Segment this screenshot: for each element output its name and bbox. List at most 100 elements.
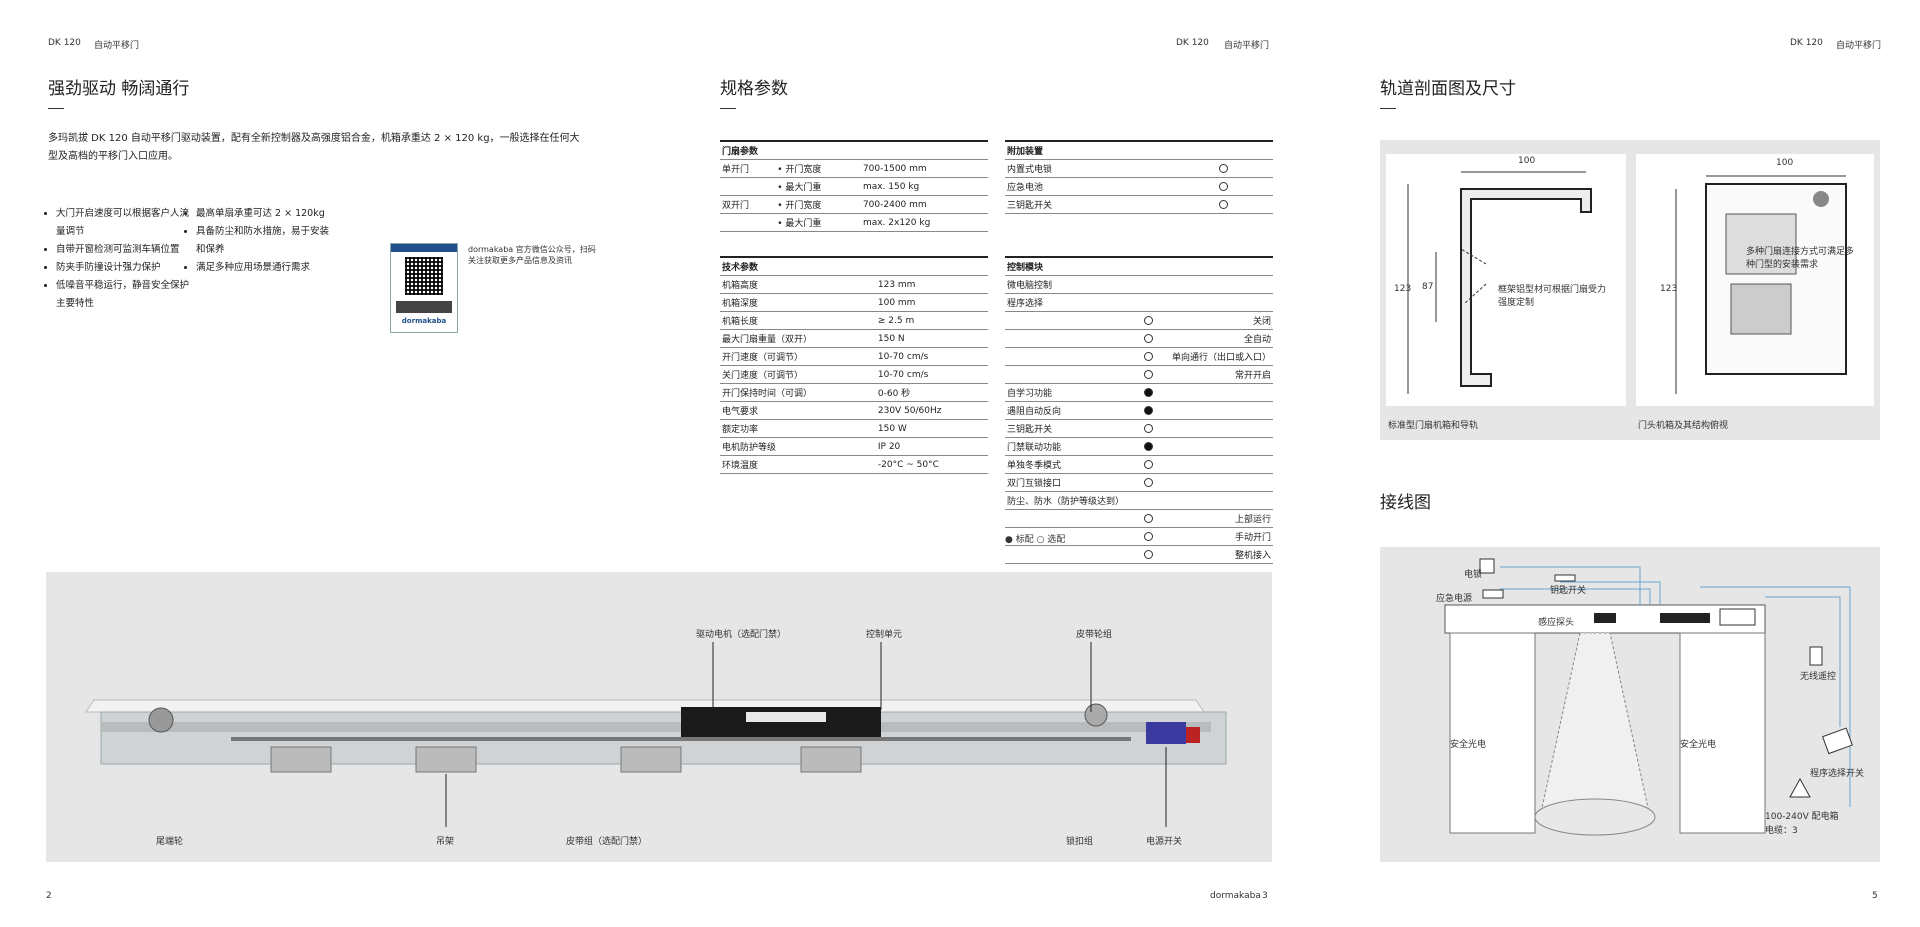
carriage-2 (415, 746, 477, 773)
belt (231, 737, 1131, 741)
row-marker (1131, 329, 1166, 348)
row-marker (1131, 527, 1166, 546)
table-title: 技术参数 (720, 256, 988, 276)
profile-panel: 100 123 87 框架铝型材可根据门扇受力强度定制 标准型门扇机箱和导轨 1… (1380, 140, 1880, 440)
dim-height: 123 (1394, 284, 1412, 294)
row-label: 内置式电锁 (1005, 159, 1217, 178)
wiring-heading: 接线图 (1380, 493, 1431, 513)
page-number-mid: 3 (1262, 891, 1268, 901)
dim-height-2: 123 (1660, 284, 1678, 294)
row-desc: 手动开门 (1165, 527, 1273, 546)
table-row: 内置式电锁 (1005, 159, 1273, 178)
optional-marker (1143, 459, 1153, 469)
row-desc: 整机接入 (1165, 545, 1273, 564)
spec-heading: 规格参数 (720, 79, 788, 99)
row-marker (1131, 365, 1166, 384)
profile-right-drawing (1675, 175, 1847, 394)
optional-marker (1218, 199, 1228, 209)
qr-caption: dormakaba 官方微信公众号，扫码关注获取更多产品信息及资讯 (468, 245, 596, 265)
row-desc (1165, 419, 1273, 438)
header-title-mid: 自动平移门 (1224, 41, 1270, 51)
row-value: 150 N (875, 329, 988, 348)
table-row: 机箱长度≥ 2.5 m (720, 311, 988, 330)
row-marker (1131, 311, 1166, 330)
sensor-unit (1594, 613, 1616, 623)
profile-right-card: 100 123 多种门扇连接方式可满足多种门型的安装需求 (1636, 154, 1874, 406)
row-value: -20°C ~ 50°C (875, 455, 988, 474)
optional-marker (1218, 163, 1228, 173)
optional-marker (1143, 549, 1153, 559)
qr-card-band (391, 244, 457, 252)
power-switch (1186, 727, 1200, 743)
wiring-power: 100-240V 配电箱 (1765, 812, 1839, 822)
row-label: 自学习功能 (1005, 383, 1132, 402)
wiring-safety-right: 安全光电 (1680, 740, 1717, 750)
row-marker (1131, 419, 1166, 438)
label-lock: 锁扣组 (1066, 837, 1094, 847)
wiring-safety-left: 安全光电 (1450, 740, 1487, 750)
row-value: 123 mm (875, 275, 988, 294)
accessories-table: 附加装置 内置式电锁 应急电池 三钥匙开关 (1005, 140, 1273, 214)
row-value: 0-60 秒 (875, 383, 988, 402)
row-value: 150 W (875, 419, 988, 438)
label-control-unit: 控制单元 (866, 630, 903, 640)
row-label: 三钥匙开关 (1005, 419, 1132, 438)
cover-plate (85, 699, 1205, 713)
row-desc: 常开开启 (1165, 365, 1273, 384)
row-value: max. 2x120 kg (860, 213, 988, 232)
row-value: 10-70 cm/s (875, 347, 988, 366)
table-row: 程序选择 (1005, 293, 1273, 312)
row-marker (1131, 275, 1166, 294)
row-label: 微电脑控制 (1005, 275, 1132, 294)
profile-right-note: 多种门扇连接方式可满足多种门型的安装需求 (1746, 247, 1855, 270)
row-label (1005, 509, 1132, 528)
table-row: 开门保持时间（可调）0-60 秒 (720, 383, 988, 402)
row-marker (1131, 293, 1166, 312)
row-desc (1165, 473, 1273, 492)
row-marker (1131, 347, 1166, 366)
row-label: 门禁联动功能 (1005, 437, 1132, 456)
row-marker (1131, 455, 1166, 474)
optional-marker (1143, 531, 1153, 541)
table-row: 上部运行 (1005, 509, 1273, 528)
row-value: IP 20 (875, 437, 988, 456)
dim-inner: 87 (1422, 282, 1434, 292)
list-item: 自带开窗检测可监测车辆位置 (56, 241, 191, 259)
label-end-wheel: 尾端轮 (156, 837, 184, 847)
dim-width-2: 100 (1776, 158, 1794, 168)
row-label: 开门保持时间（可调） (720, 383, 876, 402)
row-value: max. 150 kg (860, 177, 988, 196)
power-warning-icon (1789, 777, 1811, 798)
label-power-switch: 电源开关 (1146, 837, 1183, 847)
mechanism-panel: 驱动电机（选配门禁） 控制单元 皮带轮组 尾端轮 吊架 皮带组（选配门禁） 锁扣… (46, 572, 1272, 862)
row-label (1005, 365, 1132, 384)
table-row: 三钥匙开关 (1005, 419, 1273, 438)
row-desc: 关闭 (1165, 311, 1273, 330)
mechanism-drawing (85, 642, 1227, 827)
hanger-assembly (1730, 283, 1792, 335)
profile-right-caption: 门头机箱及其结构俯视 (1638, 421, 1729, 431)
profile-left-note: 框架铝型材可根据门扇受力强度定制 (1498, 285, 1607, 308)
table-row: 遇阻自动反向 (1005, 401, 1273, 420)
table-title: 控制模块 (1005, 256, 1273, 276)
list-item: 大门开启速度可以根据客户人流量调节 (56, 205, 191, 241)
table-row: 开门速度（可调节）10-70 cm/s (720, 347, 988, 366)
pulley-detail (1813, 191, 1829, 207)
table-row: 微电脑控制 (1005, 275, 1273, 294)
table-row: 单向通行（出口或入口） (1005, 347, 1273, 366)
carriage-1 (270, 746, 332, 773)
heading-underline (1380, 108, 1396, 109)
control-label (746, 712, 826, 722)
row-desc (1165, 383, 1273, 402)
door-right (1679, 632, 1766, 834)
wiring-program: 程序选择开关 (1810, 769, 1865, 779)
standard-marker (1143, 387, 1153, 397)
wiring-power-sub: 电缆：3 (1765, 826, 1798, 836)
row-label (1005, 545, 1132, 564)
motor (1146, 722, 1186, 744)
dormakaba-box (1822, 727, 1853, 755)
